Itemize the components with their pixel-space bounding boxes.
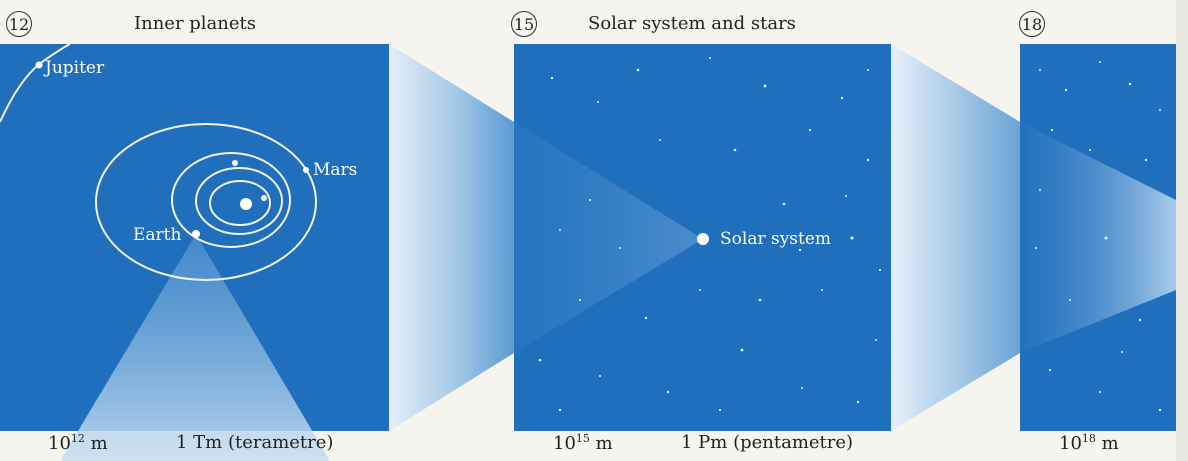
panel-title-inner-planets: Inner planets: [134, 13, 257, 34]
panel-number-text: 12: [8, 15, 30, 34]
view-cone-15: [514, 122, 703, 353]
view-cone-18: [1020, 122, 1176, 353]
power-unit: m: [595, 433, 613, 454]
unit-caption-12: 1 Tm (terametre): [176, 432, 334, 453]
label-jupiter: Jupiter: [45, 58, 105, 78]
power-exponent: 18: [1081, 432, 1096, 445]
power-base: 10: [48, 433, 71, 454]
power-unit: m: [90, 433, 108, 454]
earth-orbit: [171, 152, 291, 248]
power-caption-12: 1012 m: [48, 432, 108, 454]
power-exponent: 12: [70, 432, 85, 445]
sun: [240, 198, 252, 210]
unit-caption-15: 1 Pm (pentametre): [681, 432, 854, 453]
star-field-15: [538, 57, 882, 412]
label-earth: Earth: [133, 225, 182, 245]
mercury-orbit: [209, 180, 271, 226]
zoom-connector-1: [389, 44, 514, 431]
venus-dot: [232, 160, 238, 166]
power-caption-18: 1018 m: [1059, 432, 1119, 454]
label-solar-system: Solar system: [720, 229, 832, 249]
venus-orbit: [195, 167, 283, 235]
label-mars: Mars: [313, 160, 358, 180]
star-field-18: [1035, 61, 1162, 412]
solar-system-dot: [697, 233, 709, 245]
panel-number-12: 12: [6, 11, 32, 37]
power-base: 10: [553, 433, 576, 454]
power-caption-15: 1015 m: [553, 432, 613, 454]
panel-number-18: 18: [1019, 11, 1045, 37]
panel-title-solar-system-and-stars: Solar system and stars: [588, 13, 796, 34]
zoom-connector-2: [891, 44, 1020, 431]
mercury-dot: [261, 195, 267, 201]
mars-orbit: [95, 123, 317, 281]
panel-number-text: 15: [513, 15, 535, 34]
power-base: 10: [1059, 433, 1082, 454]
jupiter-orbit: [0, 43, 71, 123]
panel-number-15: 15: [511, 11, 537, 37]
power-exponent: 15: [575, 432, 590, 445]
page-edge: [1176, 0, 1188, 461]
mars-dot: [303, 167, 309, 173]
jupiter-dot: [35, 61, 43, 69]
panel-number-text: 18: [1021, 15, 1043, 34]
view-beam: [60, 234, 330, 461]
power-unit: m: [1101, 433, 1119, 454]
earth-dot: [192, 230, 200, 238]
